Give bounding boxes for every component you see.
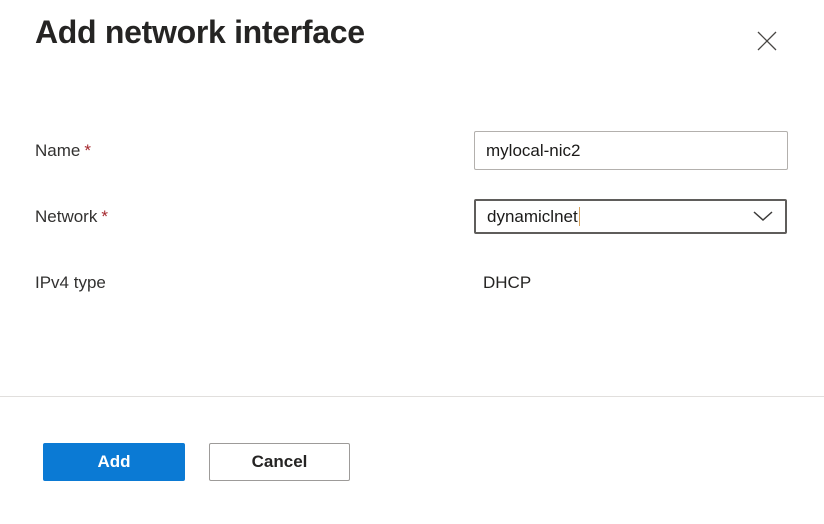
cancel-button[interactable]: Cancel bbox=[209, 443, 350, 481]
add-button[interactable]: Add bbox=[43, 443, 185, 481]
required-asterisk: * bbox=[84, 141, 91, 160]
field-label-ipv4-type: IPv4 type bbox=[35, 273, 106, 292]
close-button[interactable] bbox=[748, 22, 786, 60]
text-caret bbox=[578, 207, 580, 226]
name-input[interactable] bbox=[474, 131, 788, 170]
field-label-network: Network* bbox=[35, 207, 108, 226]
ipv4-type-value: DHCP bbox=[483, 273, 532, 292]
close-icon bbox=[754, 28, 780, 54]
required-asterisk: * bbox=[101, 207, 108, 226]
chevron-down-icon bbox=[753, 211, 773, 222]
footer-divider bbox=[0, 396, 824, 397]
network-dropdown-value: dynamiclnet bbox=[487, 206, 578, 226]
field-label-name: Name* bbox=[35, 141, 91, 160]
page-title: Add network interface bbox=[35, 14, 365, 50]
network-dropdown[interactable]: dynamiclnet bbox=[474, 199, 787, 234]
